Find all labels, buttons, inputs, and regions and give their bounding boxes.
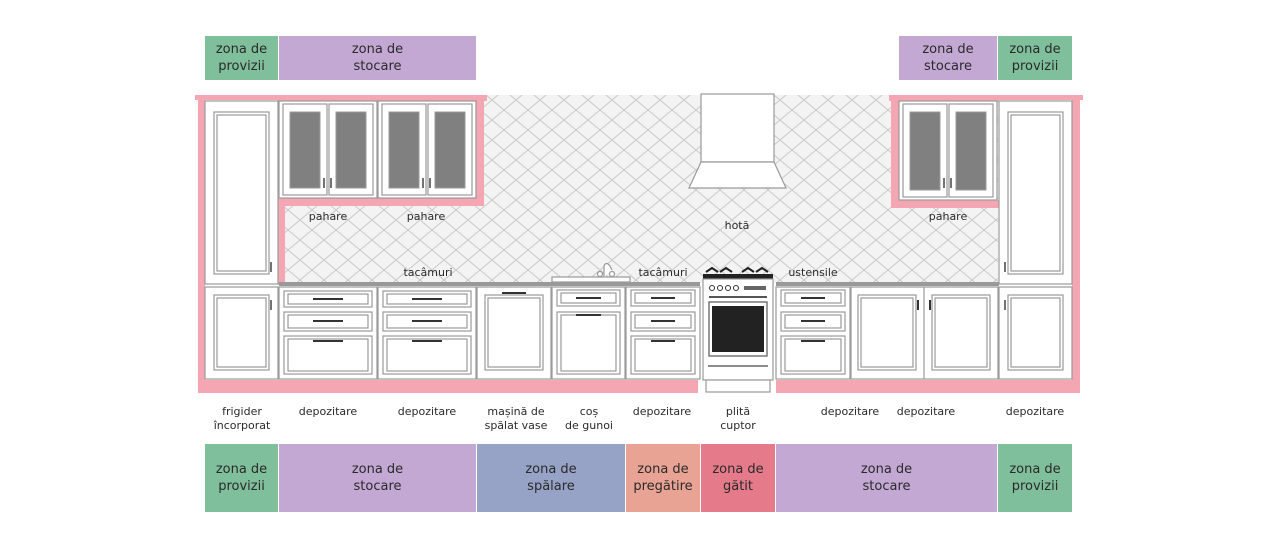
base-label-cos: coș de gunoi	[565, 405, 613, 432]
highlight-upper-left	[278, 95, 487, 206]
bottom-zone-stocare-left: zona de stocare	[279, 444, 476, 512]
highlight-right-tall	[997, 95, 1083, 393]
bottom-zone-gatit: zona de gătit	[701, 444, 775, 512]
top-zone-stocare-right: zona de stocare	[899, 36, 997, 80]
top-zone-stocare-left: zona de stocare	[279, 36, 476, 80]
base-label-depozitare-4: depozitare	[820, 405, 880, 418]
countertop-left	[279, 282, 700, 286]
stove	[702, 266, 774, 393]
label-tacamuri-2: tacâmuri	[638, 266, 688, 279]
highlight-base-left	[198, 380, 698, 393]
highlight-upper-right	[889, 95, 999, 208]
base-label-depozitare-6: depozitare	[1005, 405, 1065, 418]
bottom-zone-spalare: zona de spălare	[477, 444, 625, 512]
base-label-depozitare-2: depozitare	[397, 405, 457, 418]
highlight-base-right	[776, 380, 1080, 393]
countertop-right	[776, 282, 999, 286]
bottom-zone-stocare-right: zona de stocare	[776, 444, 997, 512]
bottom-zone-provizii-left: zona de provizii	[205, 444, 278, 512]
label-ustensile: ustensile	[788, 266, 838, 279]
bottom-zone-provizii-right: zona de provizii	[998, 444, 1072, 512]
label-tacamuri-1: tacâmuri	[403, 266, 453, 279]
label-pahare-3: pahare	[928, 210, 968, 223]
base-label-depozitare-1: depozitare	[298, 405, 358, 418]
top-zone-provizii-left: zona de provizii	[205, 36, 278, 80]
label-pahare-2: pahare	[406, 210, 446, 223]
base-label-plita: plită cuptor	[720, 405, 756, 432]
label-pahare-1: pahare	[308, 210, 348, 223]
label-hota: hotă	[724, 219, 750, 232]
range-hood	[688, 93, 787, 189]
base-label-masina: mașină de spălat vase	[484, 405, 548, 432]
bottom-zone-pregatire: zona de pregătire	[626, 444, 700, 512]
sink	[551, 262, 631, 283]
base-label-frigider: frigider încorporat	[213, 405, 271, 432]
top-zone-provizii-right: zona de provizii	[998, 36, 1072, 80]
base-label-depozitare-5: depozitare	[896, 405, 956, 418]
base-label-depozitare-3: depozitare	[632, 405, 692, 418]
